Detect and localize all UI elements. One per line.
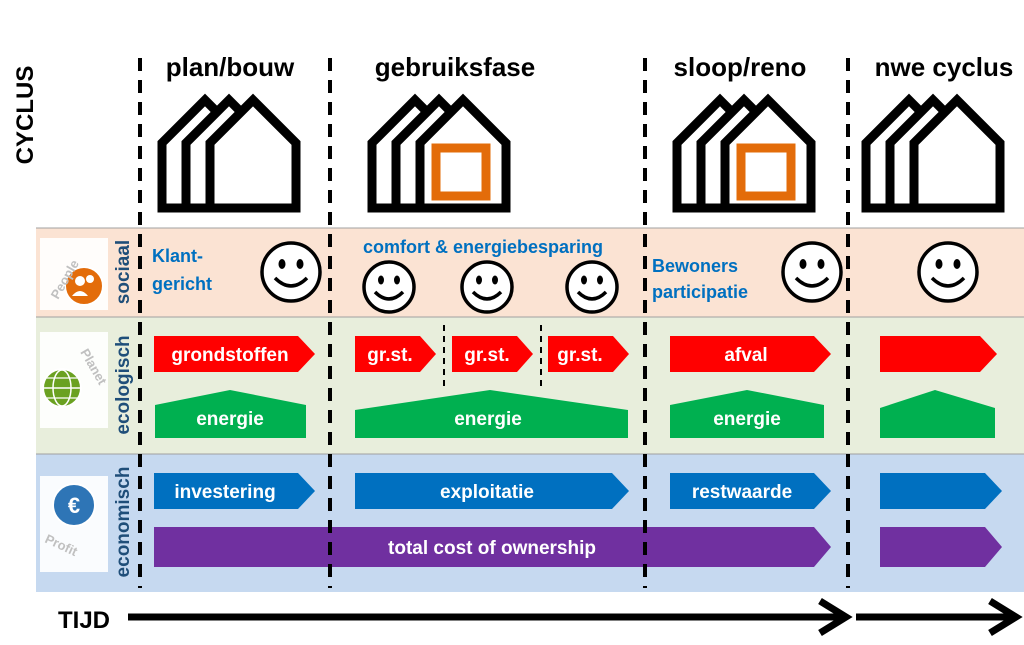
grst-label-3: gr.st. (557, 345, 602, 366)
interior-icon (736, 143, 796, 201)
phase-title-sloop: sloop/reno (674, 52, 807, 82)
phase-title-plan: plan/bouw (166, 52, 295, 82)
exploitatie-label: exploitatie (440, 482, 534, 503)
grst-label-1: gr.st. (367, 345, 412, 366)
houses-icon (672, 93, 816, 213)
row-label-sociaal: sociaal (113, 240, 134, 304)
restwaarde-label: restwaarde (692, 482, 792, 503)
smiley-icon (260, 241, 322, 303)
energie-shape-2 (355, 390, 628, 438)
smiley-icon (917, 241, 979, 303)
energie-label-3: energie (713, 409, 781, 430)
row-label-ecologisch: ecologisch (113, 335, 134, 434)
blue-arrow-next (880, 473, 1002, 509)
grst-arrow-2 (452, 336, 533, 372)
investering-arrow (154, 473, 315, 509)
axis-label-cyclus: CYCLUS (12, 66, 39, 165)
phase-title-gebruik: gebruiksfase (375, 52, 535, 82)
smiley-icon (460, 260, 514, 314)
restwaarde-arrow (670, 473, 831, 509)
red-arrow-next (880, 336, 997, 372)
people-logo-icon: People (40, 238, 108, 310)
houses-icon (367, 93, 511, 213)
smiley-icon (781, 241, 843, 303)
profit-logo-icon: € Profit (40, 476, 108, 572)
grst-label-2: gr.st. (464, 345, 509, 366)
grst-arrow-1 (355, 336, 436, 372)
axis-label-tijd: TIJD (58, 607, 110, 634)
svg-text:€: € (68, 493, 80, 518)
energie-shape-next (880, 390, 995, 438)
tco-label: total cost of ownership (388, 538, 596, 559)
houses-icon (861, 93, 1005, 213)
smiley-icon (565, 260, 619, 314)
tco-arrow (154, 527, 831, 567)
grst-arrow-3 (548, 336, 629, 372)
smiley-icon (362, 260, 416, 314)
energie-shape-1 (155, 390, 306, 438)
klant-gericht-text: Klant- gericht (152, 246, 212, 294)
grondstoffen-label: grondstoffen (171, 345, 288, 366)
social-band (36, 228, 1024, 317)
grondstoffen-arrow (154, 336, 315, 372)
phase-title-nwe: nwe cyclus (875, 52, 1014, 82)
planet-logo-icon: Planet (40, 332, 110, 428)
bewoners-participatie-text: Bewoners participatie (652, 256, 748, 302)
time-arrow-icon (128, 598, 1023, 636)
energie-label-2: energie (454, 409, 522, 430)
interior-icon (431, 143, 491, 201)
energie-shape-3 (670, 390, 824, 438)
exploitatie-arrow (355, 473, 629, 509)
energie-label-1: energie (196, 409, 264, 430)
comfort-text: comfort & energiebesparing (363, 237, 603, 257)
investering-label: investering (174, 482, 275, 503)
afval-label: afval (724, 345, 767, 366)
purple-arrow-next (880, 527, 1002, 567)
row-label-economisch: economisch (113, 467, 134, 578)
houses-icon (157, 93, 301, 213)
afval-arrow (670, 336, 831, 372)
